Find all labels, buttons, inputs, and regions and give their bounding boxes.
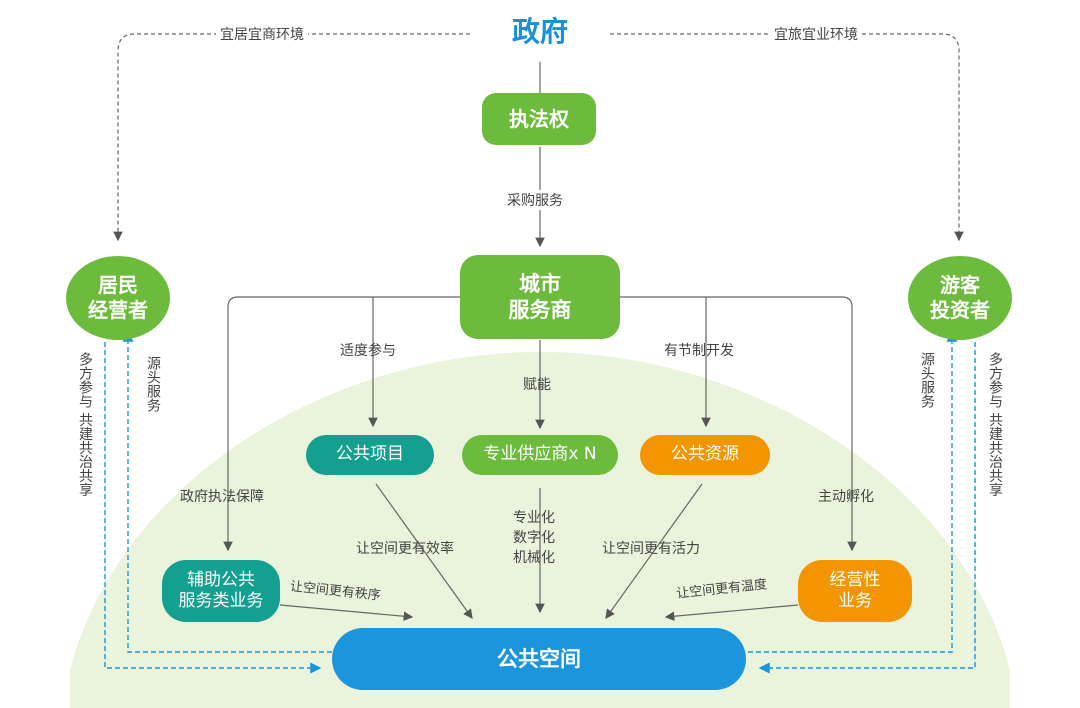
node-law-enforcement: 执法权 [482, 93, 596, 145]
blue-loop-left-inner [122, 330, 332, 653]
residents-line2: 经营者 [88, 298, 148, 322]
tourists-line2: 投资者 [930, 298, 990, 322]
node-residents: 居民 经营者 [66, 256, 170, 340]
label-controlled: 有节制开发 [664, 343, 734, 359]
label-top-right: 宜旅宜业环境 [770, 24, 862, 44]
city-service-line2: 服务商 [508, 298, 572, 322]
label-left-participation: 多方参与 共建共治共享 [77, 352, 93, 497]
business-line2: 业务 [838, 591, 872, 611]
line-business-space [664, 604, 799, 622]
tourists-line1: 游客 [940, 273, 980, 297]
label-moderate: 适度参与 [340, 343, 396, 359]
diagram-title: 政府 [511, 15, 568, 48]
node-business-operations: 经营性 业务 [798, 560, 912, 622]
label-top-left: 宜居宜商环境 [216, 24, 308, 44]
dashed-right-top [610, 33, 964, 242]
aux-line2: 服务类业务 [178, 591, 264, 611]
label-right-source-service: 源头服务 [919, 352, 935, 408]
line-resource-space [605, 483, 703, 619]
spec-line3: 机械化 [513, 550, 555, 566]
label-specialization: 专业化 数字化 机械化 [509, 508, 559, 568]
line-city-aux [223, 296, 460, 552]
blue-loop-right-outer [758, 342, 976, 674]
spec-line1: 专业化 [513, 510, 555, 526]
label-active-incubation: 主动孵化 [818, 489, 874, 505]
residents-line1: 居民 [98, 273, 138, 297]
label-vitality: 让空间更有活力 [602, 541, 700, 557]
label-empower: 赋能 [523, 377, 551, 393]
label-right-participation: 多方参与 共建共治共享 [987, 352, 1003, 497]
aux-line1: 辅助公共 [187, 569, 255, 590]
blue-loop-left-outer [104, 342, 322, 674]
line-aux-space [279, 604, 414, 622]
node-public-space: 公共空间 [332, 628, 746, 690]
label-left-source-service: 源头服务 [145, 356, 161, 412]
spec-line2: 数字化 [513, 530, 555, 546]
label-procurement: 采购服务 [503, 190, 567, 210]
label-efficiency: 让空间更有效率 [356, 541, 454, 557]
node-tourists: 游客 投资者 [908, 256, 1012, 340]
label-gov-enforce: 政府执法保障 [180, 489, 264, 505]
node-auxiliary-services: 辅助公共 服务类业务 [162, 560, 280, 622]
blue-loop-right-inner [748, 330, 958, 653]
dashed-left-top [113, 33, 470, 242]
node-city-service-provider: 城市 服务商 [460, 255, 620, 339]
node-public-resource: 公共资源 [640, 435, 770, 475]
city-service-line1: 城市 [519, 271, 561, 296]
line-project-space [375, 483, 473, 619]
node-supplier: 专业供应商x N [462, 435, 618, 475]
business-line1: 经营性 [829, 569, 881, 590]
line-city-business [620, 296, 857, 552]
node-public-project: 公共项目 [306, 435, 434, 475]
